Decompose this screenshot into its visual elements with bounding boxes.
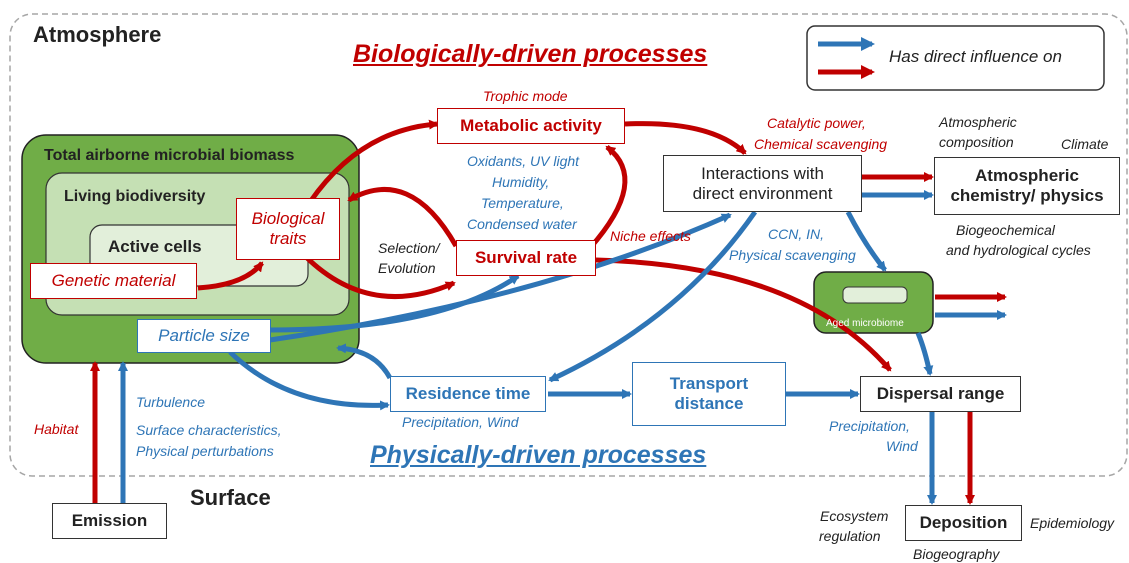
survival-rate-label: Survival rate bbox=[474, 248, 578, 267]
metabolic-activity-box: Metabolic activity bbox=[437, 108, 625, 144]
surface-characteristics-label: Surface characteristics, bbox=[136, 422, 282, 438]
habitat-label: Habitat bbox=[34, 421, 79, 437]
selection-label: Selection/ bbox=[378, 240, 440, 256]
atm-chemistry-line1: Atmospheric bbox=[975, 166, 1079, 185]
physical-heading: Physically-driven processes bbox=[370, 441, 707, 469]
precipitation-label-2: Precipitation, bbox=[829, 418, 910, 434]
deposition-box: Deposition bbox=[905, 505, 1022, 541]
niche-effects-label: Niche effects bbox=[610, 228, 691, 244]
residence-time-box: Residence time bbox=[390, 376, 546, 412]
arrow-residence-particle bbox=[336, 343, 393, 380]
atm-composition-label-2: composition bbox=[939, 134, 1014, 150]
transport-distance-box: Transport distance bbox=[632, 362, 786, 426]
arrow-interactions-aged bbox=[845, 210, 887, 272]
regulation-label: regulation bbox=[819, 528, 881, 544]
oxidants-label: Oxidants, UV light bbox=[467, 153, 580, 169]
ecosystem-label: Ecosystem bbox=[820, 508, 889, 524]
biogeography-label: Biogeography bbox=[913, 546, 1000, 562]
condensed-water-label: Condensed water bbox=[467, 216, 577, 232]
arrow-traits-survival bbox=[303, 254, 456, 300]
precipitation-wind-label: Precipitation, Wind bbox=[402, 414, 519, 430]
ccn-in-label: CCN, IN, bbox=[768, 226, 824, 242]
chemical-scavenging-label: Chemical scavenging bbox=[754, 136, 888, 152]
biomass-title: Total airborne microbial biomass bbox=[44, 147, 295, 164]
arrow-particle-residence bbox=[228, 350, 390, 411]
active-title: Active cells bbox=[108, 237, 202, 256]
arrow-particle-survival bbox=[269, 273, 520, 333]
wind-label-2: Wind bbox=[886, 438, 918, 454]
legend-box bbox=[806, 25, 1105, 91]
atm-chemistry-box: Atmospheric chemistry/ physics bbox=[934, 157, 1120, 215]
biological-traits-box: Biological traits bbox=[236, 198, 340, 260]
emission-label: Emission bbox=[71, 511, 148, 530]
biological-traits-line2: traits bbox=[269, 229, 307, 248]
arrow-traits-metabolic bbox=[307, 119, 439, 204]
epidemiology-label: Epidemiology bbox=[1030, 515, 1115, 531]
emission-box: Emission bbox=[52, 503, 167, 539]
physical-perturbations-label: Physical perturbations bbox=[136, 443, 274, 459]
living-title: Living biodiversity bbox=[64, 188, 206, 205]
transport-line1: Transport bbox=[669, 374, 749, 393]
particle-size-label: Particle size bbox=[158, 326, 250, 345]
arrow-metabolic-interactions bbox=[624, 121, 747, 155]
aged-microbiome-inner bbox=[842, 286, 908, 304]
biogeochemical-label-1: Biogeochemical bbox=[956, 222, 1055, 238]
evolution-label: Evolution bbox=[378, 260, 436, 276]
survival-rate-box: Survival rate bbox=[456, 240, 596, 276]
dispersal-range-label: Dispersal range bbox=[876, 384, 1005, 403]
biological-traits-line1: Biological bbox=[251, 209, 325, 228]
biological-heading: Biologically-driven processes bbox=[353, 40, 708, 68]
dispersal-range-box: Dispersal range bbox=[860, 376, 1021, 412]
interactions-line1: Interactions with bbox=[701, 163, 824, 183]
legend-label: Has direct influence on bbox=[889, 47, 1062, 66]
interactions-box: Interactions with direct environment bbox=[663, 155, 862, 212]
climate-label: Climate bbox=[1061, 136, 1109, 152]
catalytic-power-label: Catalytic power, bbox=[767, 115, 866, 131]
atm-chemistry-line2: chemistry/ physics bbox=[950, 186, 1104, 205]
genetic-material-box: Genetic material bbox=[30, 263, 197, 299]
atmosphere-label: Atmosphere bbox=[33, 22, 162, 47]
interactions-line2: direct environment bbox=[692, 183, 833, 203]
temperature-label: Temperature, bbox=[481, 195, 564, 211]
aged-microbiome-label: Aged microbiome bbox=[826, 318, 904, 329]
humidity-label: Humidity, bbox=[492, 174, 550, 190]
arrow-survival-dispersal bbox=[595, 257, 892, 372]
deposition-label: Deposition bbox=[919, 513, 1008, 532]
trophic-mode-label: Trophic mode bbox=[483, 88, 568, 104]
arrow-aged-dispersal bbox=[915, 332, 934, 376]
metabolic-activity-label: Metabolic activity bbox=[460, 116, 602, 135]
physical-scavenging-label: Physical scavenging bbox=[729, 247, 856, 263]
turbulence-label: Turbulence bbox=[136, 394, 206, 410]
transport-line2: distance bbox=[674, 394, 744, 413]
arrow-interactions-residence bbox=[548, 210, 758, 383]
arrow-genetic-traits bbox=[197, 261, 264, 291]
atm-composition-label-1: Atmospheric bbox=[939, 114, 1017, 130]
particle-size-box: Particle size bbox=[137, 319, 271, 353]
surface-label: Surface bbox=[190, 485, 271, 510]
arrow-survival-metabolic bbox=[588, 145, 628, 250]
genetic-material-label: Genetic material bbox=[51, 271, 176, 290]
arrow-survival-traits bbox=[347, 186, 459, 248]
residence-time-label: Residence time bbox=[405, 384, 531, 403]
biogeochemical-label-2: and hydrological cycles bbox=[946, 242, 1091, 258]
